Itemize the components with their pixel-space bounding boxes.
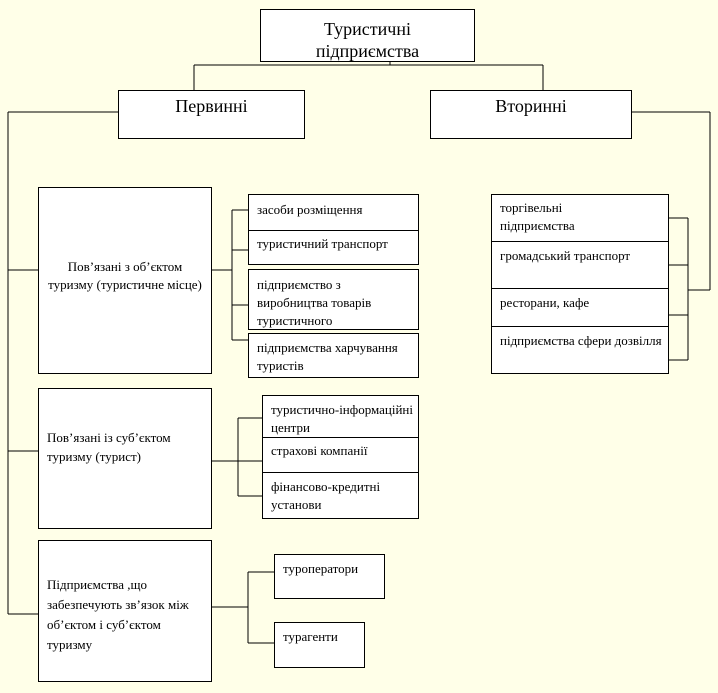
secondary-item-restaurants: ресторани, кафе [492, 288, 668, 327]
group1-item-catering: підприємства харчування туристів [248, 333, 419, 378]
group1-item-transport: туристичний транспорт [248, 230, 419, 265]
secondary-item-public-transport: громадський транспорт [492, 241, 668, 289]
group3-item-travelagents: турагенти [274, 622, 365, 668]
item-label: підприємства сфери дозвілля [500, 333, 662, 348]
primary-group-object: Пов’язані з об’єктом туризму (туристичне… [38, 187, 212, 374]
item-label: ресторани, кафе [500, 295, 590, 310]
item-label: підприємство з виробництва товарів турис… [257, 277, 372, 328]
group1-item-production: підприємство з виробництва товарів турис… [248, 269, 419, 330]
group2-item-finance: фінансово-кредитні установи [262, 472, 419, 519]
group2-item-info-centers: туристично-інформаційні центри [262, 395, 419, 438]
secondary-node: Вторинні [430, 90, 632, 139]
primary-group-subject: Пов’язані із суб’єктом туризму (турист) [38, 388, 212, 529]
root-node: Туристичні підприємства [260, 9, 475, 62]
item-label: туристичний транспорт [257, 236, 388, 251]
primary-label: Первинні [175, 96, 248, 116]
item-label: страхові компанії [271, 443, 368, 458]
secondary-item-leisure: підприємства сфери дозвілля [492, 326, 668, 373]
group-label: Пов’язані з об’єктом туризму (туристичне… [48, 259, 202, 292]
group2-item-insurance: страхові компанії [262, 437, 419, 473]
group1-item-accommodation: засоби розміщення [248, 194, 419, 234]
item-label: торгівельні підприємства [500, 200, 575, 233]
item-label: підприємства харчування туристів [257, 340, 398, 373]
item-label: турагенти [283, 629, 338, 644]
group-label: Пов’язані із суб’єктом туризму (турист) [47, 430, 171, 464]
group-label: Підприємства ,що забезпечують зв’язок мі… [47, 577, 189, 652]
item-label: громадський транспорт [500, 248, 631, 263]
item-label: фінансово-кредитні установи [271, 479, 381, 512]
secondary-items-column: торгівельні підприємства громадський тра… [491, 194, 669, 374]
root-label: Туристичні підприємства [315, 19, 420, 61]
item-label: засоби розміщення [257, 202, 363, 217]
secondary-label: Вторинні [495, 96, 567, 116]
primary-group-link: Підприємства ,що забезпечують зв’язок мі… [38, 540, 212, 682]
primary-node: Первинні [118, 90, 305, 139]
item-label: туроператори [283, 561, 359, 576]
secondary-item-trade: торгівельні підприємства [492, 195, 668, 242]
group3-item-touroperators: туроператори [274, 554, 385, 599]
item-label: туристично-інформаційні центри [271, 402, 413, 435]
